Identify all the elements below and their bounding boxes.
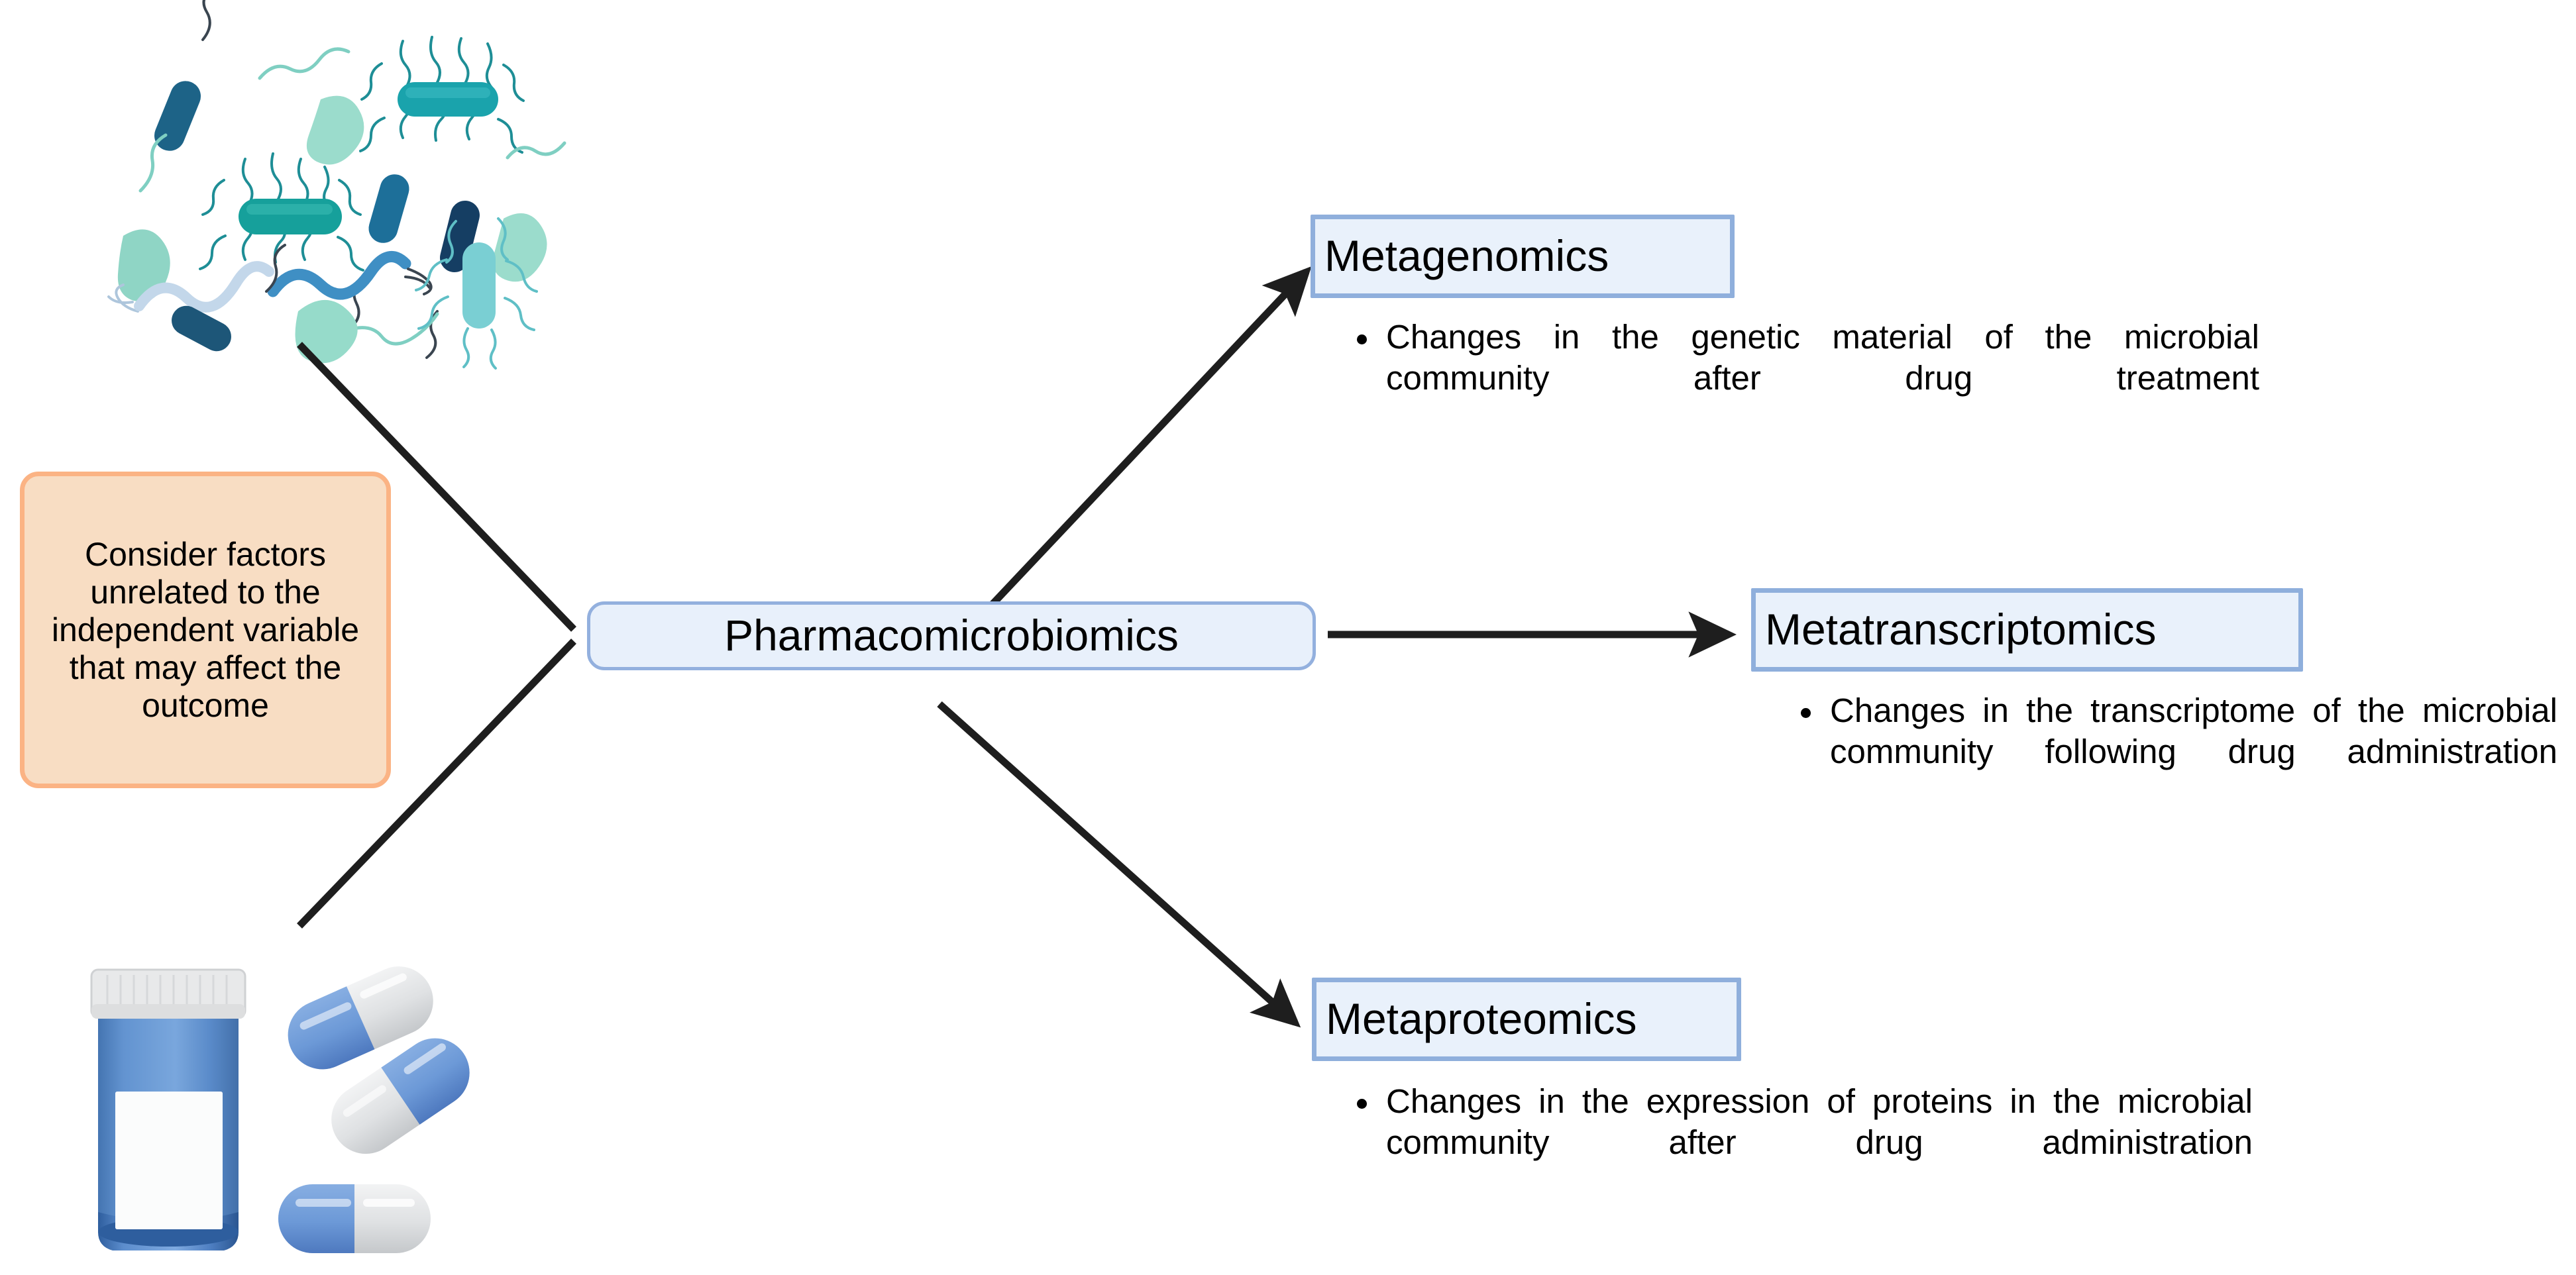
bullet-dot-icon — [1357, 1098, 1367, 1109]
arrow-center-to-metaproteomics — [937, 701, 1301, 1028]
node-metatranscriptomics[interactable]: Metatranscriptomics — [1751, 588, 2303, 672]
note-box-confounding-factors: Consider factors unrelated to the indepe… — [20, 472, 391, 788]
bullet-text: Changes in the transcriptome of the micr… — [1830, 691, 2557, 771]
list-item: Changes in the expression of proteins in… — [1345, 1081, 2253, 1205]
bullet-dot-icon — [1357, 334, 1367, 344]
list-item: Changes in the transcriptome of the micr… — [1789, 690, 2557, 814]
node-metaproteomics[interactable]: Metaproteomics — [1312, 978, 1741, 1061]
bullet-text: Changes in the genetic material of the m… — [1386, 318, 2259, 397]
bullets-metaproteomics: Changes in the expression of proteins in… — [1345, 1081, 2253, 1205]
pill-bottle-illustration — [90, 966, 470, 1253]
bacteria-illustration — [107, 0, 566, 370]
bullet-dot-icon — [1801, 707, 1811, 718]
bullet-text: Changes in the expression of proteins in… — [1386, 1082, 2253, 1162]
bullets-metagenomics: Changes in the genetic material of the m… — [1345, 317, 2259, 440]
bullets-metatranscriptomics: Changes in the transcriptome of the micr… — [1789, 690, 2557, 814]
node-metagenomics[interactable]: Metagenomics — [1311, 215, 1735, 298]
list-item: Changes in the genetic material of the m… — [1345, 317, 2259, 440]
node-pharmacomicrobiomics[interactable]: Pharmacomicrobiomics — [587, 601, 1316, 670]
